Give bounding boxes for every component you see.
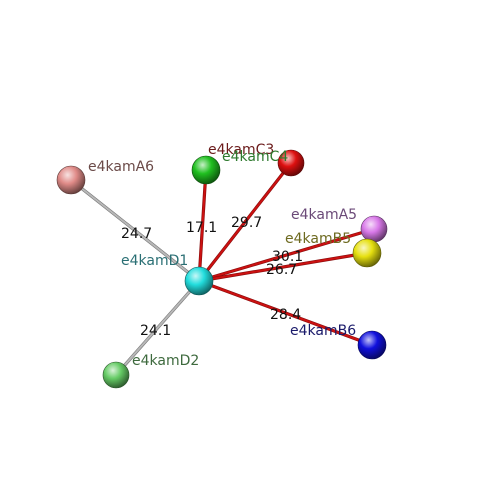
atom-D2 bbox=[102, 361, 130, 389]
edge-label-D1-C4: 17.1 bbox=[186, 220, 217, 236]
atom-C3 bbox=[277, 149, 305, 177]
atom-B6 bbox=[357, 330, 387, 360]
atom-label-D2: e4kamD2 bbox=[132, 353, 199, 369]
edge-label-D1-A5: 30.1 bbox=[272, 249, 303, 265]
atom-label-B6: e4kamB6 bbox=[290, 323, 356, 339]
atom-B5 bbox=[352, 238, 382, 268]
edge-label-D1-B6: 28.4 bbox=[270, 307, 301, 323]
edge-label-D1-B5: 26.7 bbox=[266, 262, 297, 278]
edge-D1-C3 bbox=[198, 162, 292, 282]
atom-A6 bbox=[56, 165, 86, 195]
edge-label-D1-A6: 24.7 bbox=[121, 226, 152, 242]
edge-label-D1-C3: 29.7 bbox=[231, 215, 262, 231]
edges-layer bbox=[70, 162, 375, 377]
atom-D1 bbox=[184, 266, 214, 296]
atom-label-B5: e4kamB5 bbox=[285, 231, 351, 247]
atom-A5 bbox=[360, 215, 388, 243]
atom-label-A5: e4kamA5 bbox=[291, 207, 357, 223]
atom-label-C4: e4kamC4 bbox=[222, 149, 288, 165]
edge-D1-C4 bbox=[198, 169, 207, 282]
atom-label-A6: e4kamA6 bbox=[88, 159, 154, 175]
edge-D1-A6 bbox=[70, 179, 200, 282]
edge-label-D1-D2: 24.1 bbox=[140, 323, 171, 339]
atom-label-C3: e4kamC3 bbox=[208, 142, 274, 158]
edge-D1-B5 bbox=[198, 252, 368, 282]
edge-D1-D2 bbox=[115, 280, 200, 376]
edge-D1-A5 bbox=[198, 228, 375, 282]
nodes-layer bbox=[56, 149, 388, 389]
atom-C4 bbox=[191, 155, 221, 185]
edge-D1-B6 bbox=[198, 280, 373, 346]
edge-labels-layer: 24.7 17.1 29.7 30.126.7 28.4 24.1 bbox=[121, 215, 303, 339]
atom-label-D1: e4kamD1 bbox=[121, 253, 188, 269]
